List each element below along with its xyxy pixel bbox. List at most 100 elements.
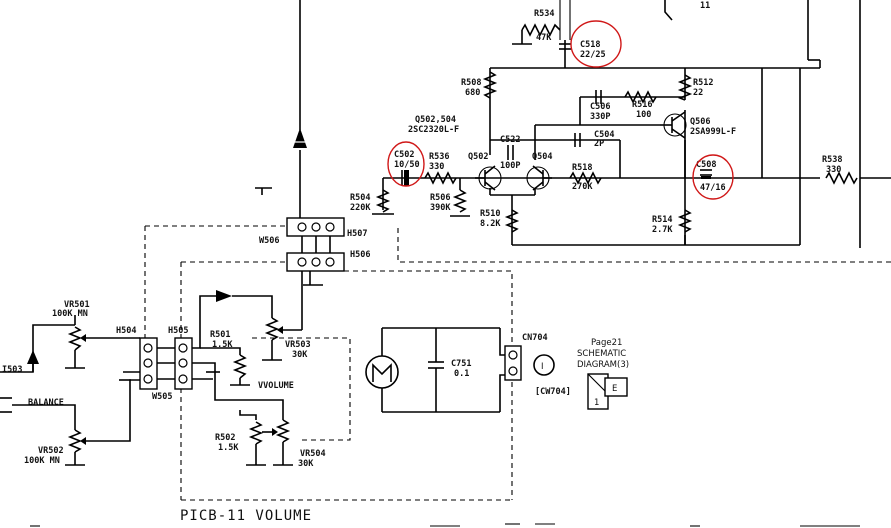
r518-value: 270K	[572, 182, 593, 192]
r504-label: R504	[350, 193, 370, 203]
r508-label: R508	[461, 78, 481, 88]
w506-label: W506	[259, 236, 279, 246]
c506-value: 330P	[590, 112, 610, 122]
page-reference: Page21 SCHEMATIC DIAGRAM(3) E 1	[577, 338, 629, 410]
c518-capacitor: C518 22/25	[559, 20, 622, 68]
c522-value: 100P	[500, 161, 520, 171]
r534-value: 47K	[536, 33, 552, 43]
r516-value: 100	[636, 110, 651, 120]
balance-label: BALANCE	[28, 398, 64, 408]
c502-value: 10/50	[394, 160, 420, 170]
q506-label: Q506	[690, 117, 710, 127]
h505-label: H505	[168, 326, 188, 336]
r538-value: 330	[826, 165, 841, 175]
q502-504-type: 2SC2320L-F	[408, 125, 459, 135]
q504-label: Q504	[532, 152, 552, 162]
i503-label: I503	[2, 365, 22, 375]
r514-resistor: R514 2.7K	[652, 209, 693, 235]
c502-annotation-circle	[387, 141, 425, 187]
schematic-label: SCHEMATIC	[577, 349, 626, 359]
h507-connector: H507 W506	[259, 217, 367, 246]
q502-transistor: Q502	[468, 152, 502, 191]
r516-label: R516	[632, 100, 652, 110]
c502-label: C502	[394, 150, 414, 160]
vr502-value: 100K MN	[24, 456, 60, 466]
vr501-value: 100K MN	[52, 309, 88, 319]
signal-arrow-up	[293, 128, 307, 148]
page-ref-label: Page21	[591, 338, 622, 348]
r512-label: R512	[693, 78, 713, 88]
q504-transistor: Q504	[526, 152, 552, 191]
vr504-value: 30K	[298, 459, 314, 469]
r534-resistor: R534 47K	[512, 9, 561, 45]
tag-i: I	[533, 354, 555, 376]
c508-capacitor: C508 47/16	[692, 154, 734, 200]
w505-label: W505	[152, 392, 172, 402]
c518-label: C518	[580, 40, 600, 50]
diagram-ref-label: DIAGRAM(3)	[577, 360, 629, 370]
tag-i-label: I	[541, 362, 544, 372]
r514-label: R514	[652, 215, 672, 225]
bottom-edge-fragments	[30, 523, 860, 527]
r508-resistor: R508 680	[461, 71, 498, 99]
r510-value: 8.2K	[480, 219, 501, 229]
board-title: PICB-11 VOLUME	[180, 508, 312, 524]
r502-value: 1.5K	[218, 443, 239, 453]
vr501-label: VR501	[64, 300, 90, 310]
r536-resistor: R536 330	[424, 152, 457, 185]
r504-value: 220K	[350, 203, 371, 213]
h504-connector: H504	[116, 326, 158, 390]
c508-annotation-circle	[692, 154, 734, 200]
q502-504-label: Q502,504	[415, 115, 456, 125]
c502-capacitor: C502 10/50	[387, 141, 425, 187]
r510-resistor: R510 8.2K	[480, 209, 520, 233]
i503-arrow: I503	[0, 324, 75, 375]
cn704-connector: CN704	[504, 333, 548, 381]
c504-capacitor: C504 2P	[574, 130, 614, 149]
motor-block: C751 0.1	[365, 327, 505, 413]
volume-label: VVOLUME	[258, 381, 294, 391]
q502-label: Q502	[468, 152, 488, 162]
vr503-label: VR503	[285, 340, 311, 350]
r501-label: R501	[210, 330, 230, 340]
cn704-label: CN704	[522, 333, 548, 343]
r538-label: R538	[822, 155, 842, 165]
r502-resistor: R502 1.5K	[215, 410, 266, 466]
r506-resistor: R506 390K	[430, 189, 470, 217]
vr504-label: VR504	[300, 449, 326, 459]
c506-capacitor: C506 330P	[590, 90, 610, 122]
r508-value: 680	[465, 88, 480, 98]
r501-resistor: R501 1.5K	[200, 330, 250, 386]
c504-label: C504	[594, 130, 614, 140]
h506-label: H506	[350, 250, 370, 260]
q506-transistor: Q506 2SA999L-F	[660, 111, 736, 139]
vr502-label: VR502	[38, 446, 64, 456]
r518-label: R518	[572, 163, 592, 173]
vr501-potentiometer: VR501 100K MN	[52, 300, 140, 369]
c508-label: C508	[696, 160, 716, 170]
r518-resistor: R518 270K	[569, 163, 602, 192]
r510-label: R510	[480, 209, 500, 219]
r501-value: 1.5K	[212, 340, 233, 350]
r538-resistor: R538 330	[822, 155, 858, 185]
h506-connector: H506	[286, 250, 370, 272]
vr503-value: 30K	[292, 350, 308, 360]
c751-value: 0.1	[454, 369, 469, 379]
top-right-mark: 11	[700, 1, 710, 11]
r504-resistor: R504 220K	[350, 189, 394, 215]
h504-label: H504	[116, 326, 136, 336]
r512-resistor: R512 22	[677, 74, 713, 101]
r506-value: 390K	[430, 203, 451, 213]
h505-connector: H505 W505	[152, 326, 193, 402]
c522-capacitor: C522 100P	[500, 135, 520, 171]
q506-type: 2SA999L-F	[690, 127, 736, 137]
r502-label: R502	[215, 433, 235, 443]
r536-label: R536	[429, 152, 449, 162]
r506-label: R506	[430, 193, 450, 203]
r534-label: R534	[534, 9, 554, 19]
r512-value: 22	[693, 88, 703, 98]
c522-label: C522	[500, 135, 520, 145]
c506-label: C506	[590, 102, 610, 112]
h507-label: H507	[347, 229, 367, 239]
